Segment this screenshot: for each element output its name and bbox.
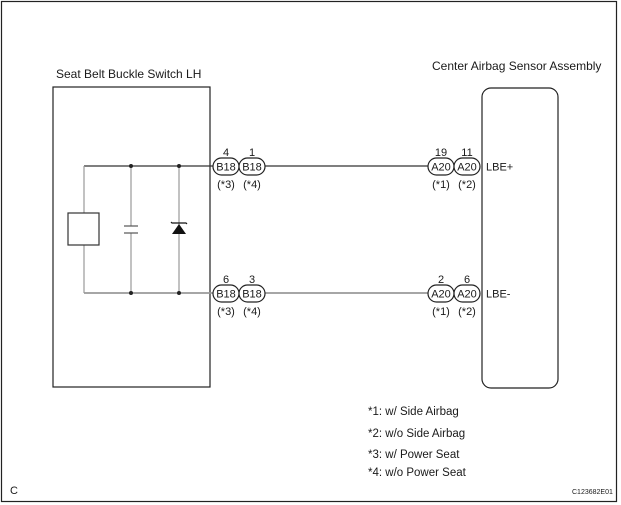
- variant-label: (*2): [458, 306, 476, 318]
- connector-oval: [238, 284, 266, 303]
- note-item: *2: w/o Side Airbag: [368, 428, 465, 440]
- variant-label: (*3): [217, 179, 235, 191]
- pin-number: 3: [249, 274, 255, 286]
- junction-dot: [177, 164, 181, 168]
- seat-belt-buckle-switch-box: [52, 86, 211, 388]
- junction-dot: [129, 164, 133, 168]
- connector-name: B18: [242, 289, 262, 301]
- note-item: *4: w/o Power Seat: [368, 467, 467, 479]
- connector-name: A20: [457, 162, 477, 174]
- pin-number: 6: [223, 274, 229, 286]
- connector-oval: [453, 157, 481, 176]
- capacitor-symbol: [124, 225, 138, 234]
- connector-name: B18: [216, 162, 236, 174]
- connector-oval: [453, 284, 481, 303]
- center-airbag-sensor-box: [481, 87, 559, 389]
- variant-label: (*1): [432, 306, 450, 318]
- note-item: *1: w/ Side Airbag: [368, 406, 459, 418]
- connector-name: A20: [457, 289, 477, 301]
- switch-element: [67, 212, 100, 246]
- right-component-title: Center Airbag Sensor Assembly: [432, 59, 601, 73]
- note-item: *3: w/ Power Seat: [368, 449, 460, 461]
- pin-number: 1: [249, 147, 255, 159]
- pin-number: 2: [438, 274, 444, 286]
- pin-number: 19: [435, 147, 447, 159]
- circuit-lbe-plus: 4 1 B18 B18 (*3) (*4) 19 11 A20 A20 (*1)…: [212, 147, 513, 191]
- pin-number: 11: [461, 147, 472, 159]
- junction-dot: [129, 291, 133, 295]
- pin-number: 6: [464, 274, 470, 286]
- connector-oval: [238, 157, 266, 176]
- notes-legend: *1: w/ Side Airbag *2: w/o Side Airbag *…: [368, 406, 467, 479]
- left-component-title: Seat Belt Buckle Switch LH: [56, 67, 201, 81]
- variant-label: (*1): [432, 179, 450, 191]
- connector-name: B18: [216, 289, 236, 301]
- connector-name: B18: [242, 162, 262, 174]
- circuit-lbe-minus: 6 3 B18 B18 (*3) (*4) 2 6 A20 A20 (*1) (…: [212, 274, 511, 318]
- figure-code: C123682E01: [572, 489, 613, 496]
- variant-label: (*4): [243, 179, 261, 191]
- signal-label: LBE+: [486, 162, 513, 174]
- junction-dot: [177, 291, 181, 295]
- connector-name: A20: [431, 162, 451, 174]
- switch-internal-circuit: [67, 164, 214, 295]
- corner-label: C: [10, 485, 18, 497]
- variant-label: (*2): [458, 179, 476, 191]
- pin-number: 4: [223, 147, 229, 159]
- variant-label: (*3): [217, 306, 235, 318]
- signal-label: LBE-: [486, 289, 511, 301]
- connector-name: A20: [431, 289, 451, 301]
- variant-label: (*4): [243, 306, 261, 318]
- zener-diode-symbol: [170, 221, 188, 234]
